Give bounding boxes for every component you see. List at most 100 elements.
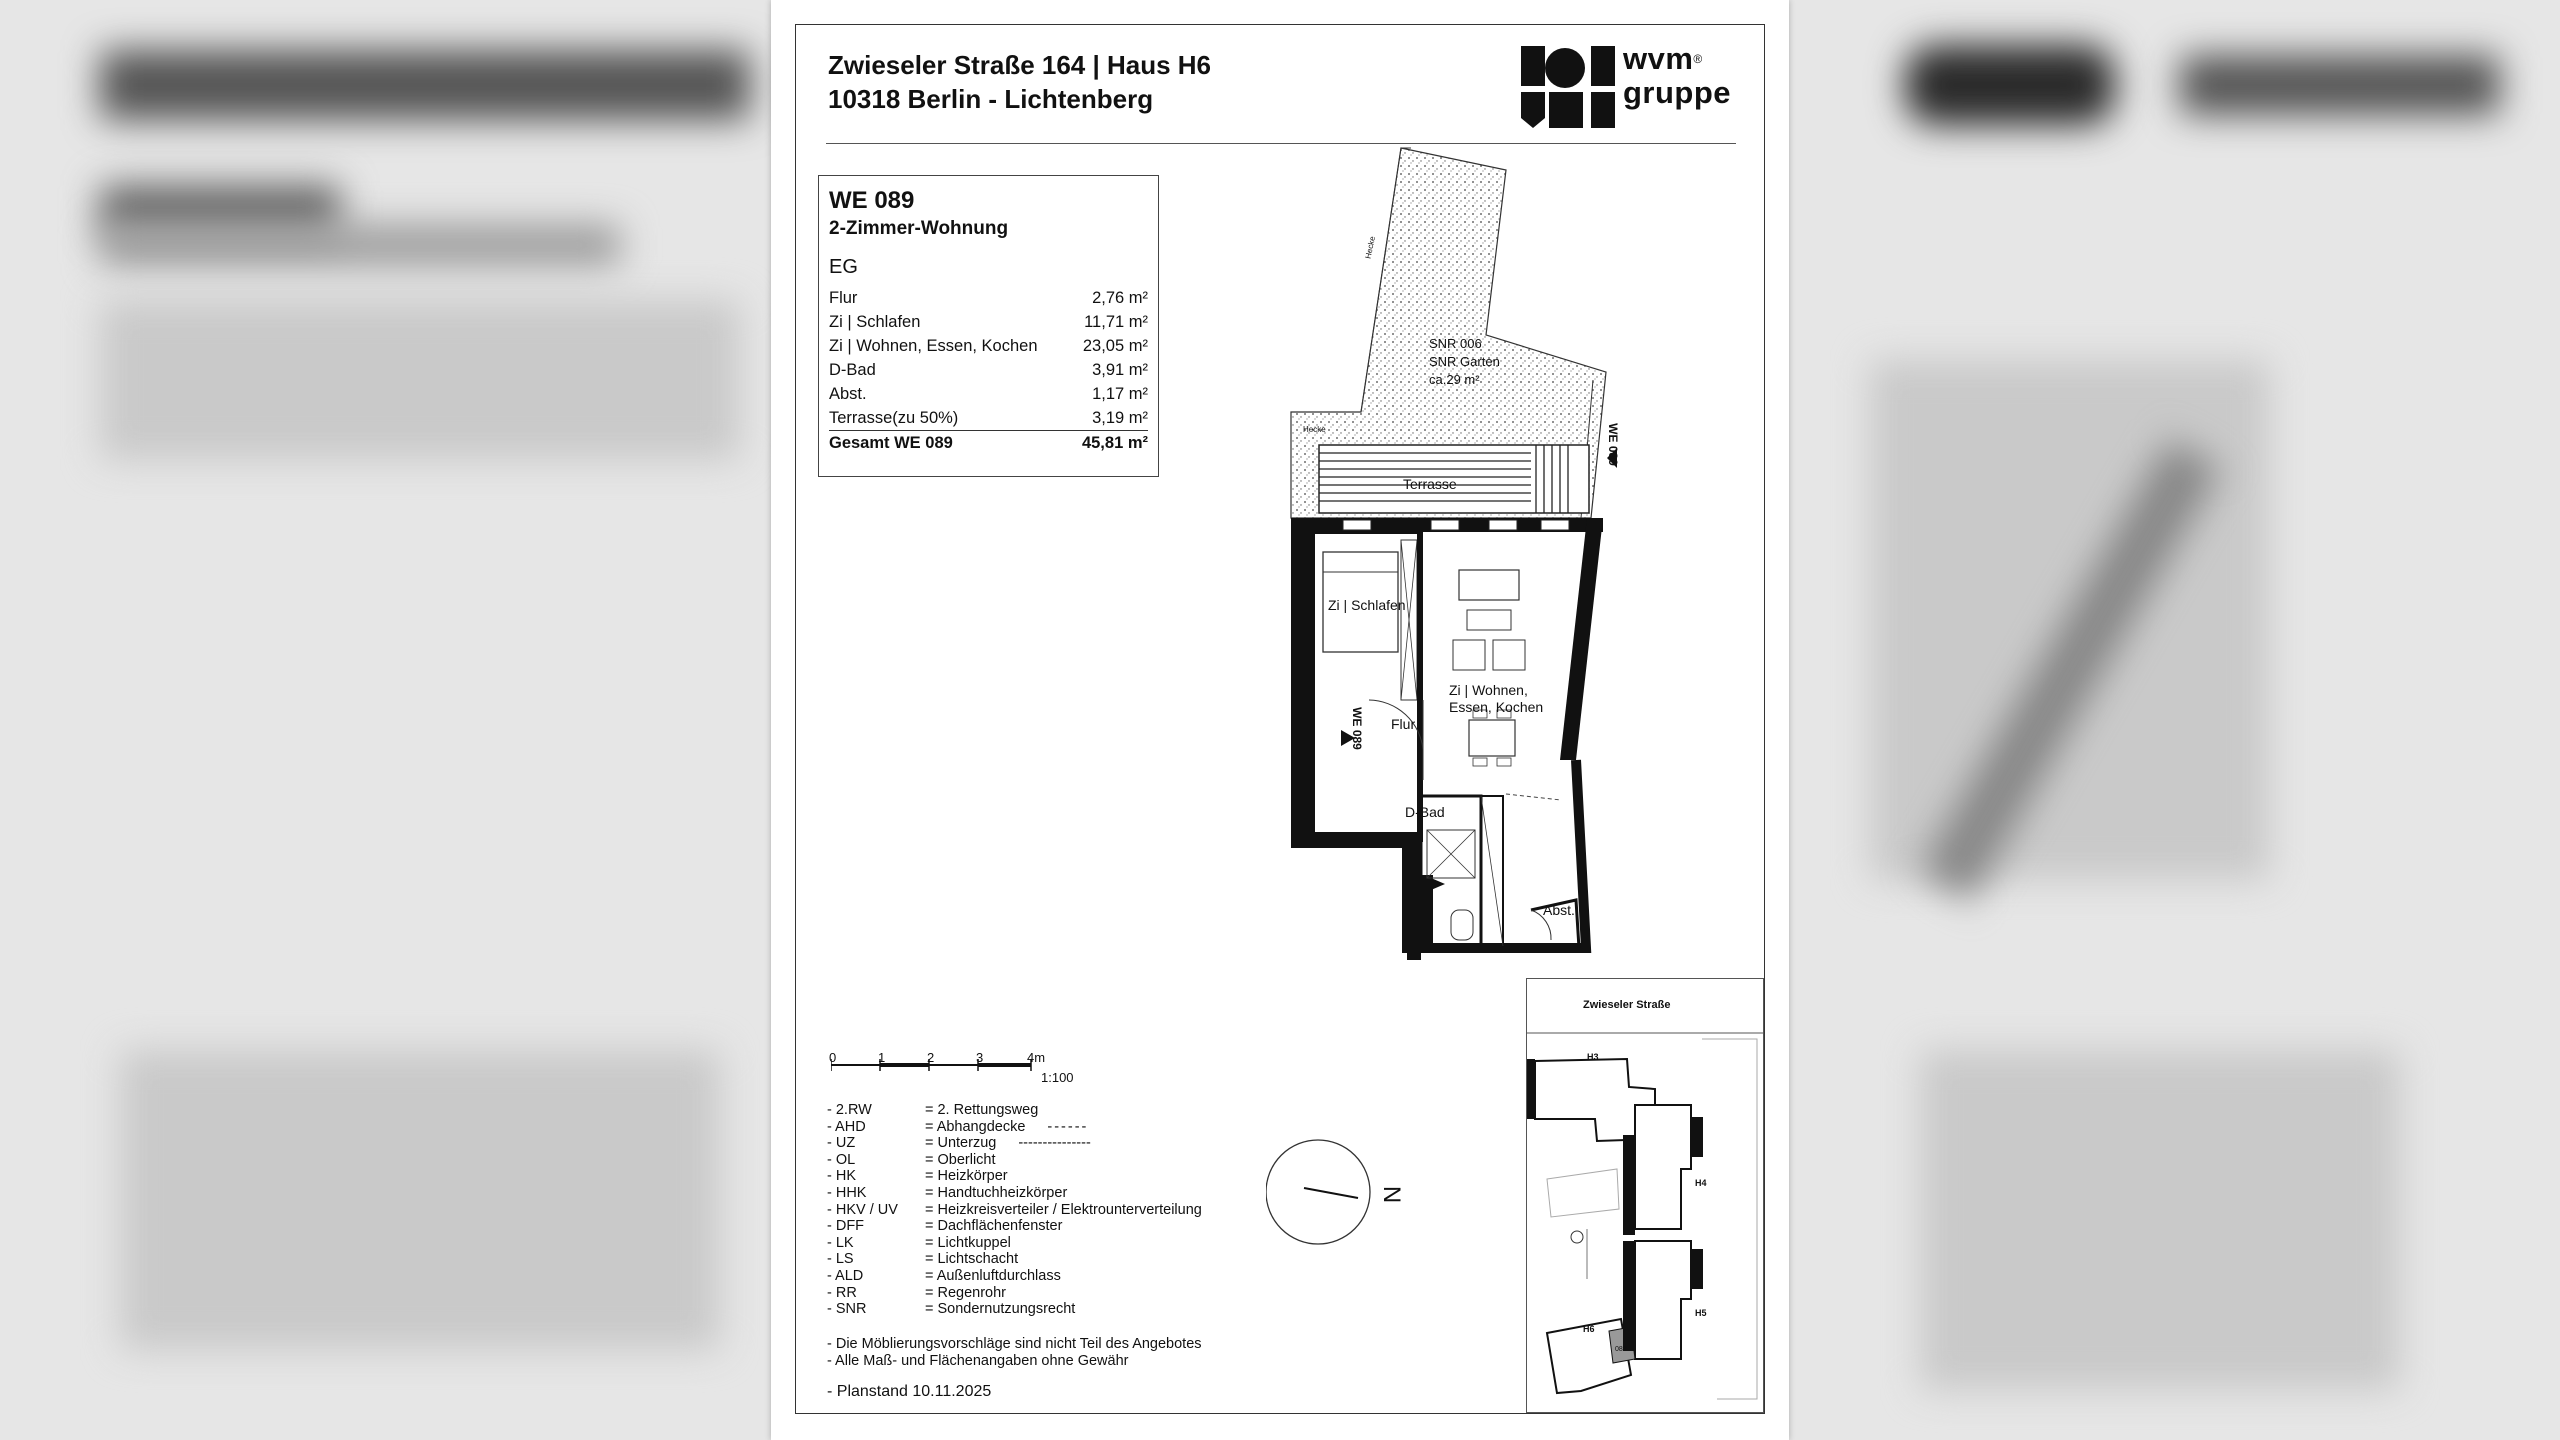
legend-meaning: = Oberlicht: [925, 1151, 996, 1168]
legend-abbr: - LK: [827, 1234, 854, 1251]
scale-bar: [831, 1059, 1032, 1071]
legend-meaning: = Lichtkuppel: [925, 1234, 1011, 1251]
room-name: Flur: [829, 289, 858, 307]
house-label: H3: [1587, 1052, 1599, 1062]
armchair: [1492, 639, 1526, 671]
room-area: 3,91 m²: [1092, 361, 1148, 379]
document-frame: [795, 24, 1765, 1414]
legend-meaning: = Sondernutzungsrecht: [925, 1301, 1076, 1318]
house-label: H5: [1695, 1308, 1707, 1318]
logo-wordmark: wvm® gruppe: [1623, 42, 1731, 110]
total-area: 45,81 m²: [1081, 434, 1148, 452]
area-row: Abst.1,17 m²: [829, 382, 1148, 406]
hedge-label: Hecke: [1303, 425, 1326, 434]
legend-abbr: - SNR: [827, 1301, 867, 1318]
entry-marker-arrow: [1607, 448, 1617, 468]
legend-row: - ALD= Außenluftdurchlass: [827, 1268, 1202, 1285]
blurred-text: [100, 300, 740, 460]
site-plan: Zwieseler Straße H3 H4 H5: [1526, 978, 1764, 1413]
wvm-logo-mark-icon: [1521, 46, 1615, 128]
address-block: Zwieseler Straße 164 | Haus H6 10318 Ber…: [828, 48, 1211, 116]
blurred-text: [120, 1050, 720, 1350]
living-label-2: Essen, Kochen: [1449, 699, 1544, 715]
room-area: 11,71 m²: [1084, 313, 1148, 331]
room-area: 3,19 m²: [1092, 409, 1148, 427]
area-table: WE 089 2-Zimmer-Wohnung EG Flur 2,76 m² Z…: [818, 175, 1159, 477]
legend-abbr: - HK: [827, 1168, 856, 1185]
sofa: [1458, 569, 1520, 601]
legend-meaning: = Außenluftdurchlass: [925, 1267, 1061, 1284]
blurred-text: [100, 225, 620, 265]
legend-row: - HHK = Handtuchheizkörper: [827, 1185, 1202, 1202]
entry-marker-label: WE 089: [1349, 707, 1364, 750]
garden-label-3: ca.29 m²: [1429, 372, 1480, 387]
floorplan-document: Zwieseler Straße 164 | Haus H6 10318 Ber…: [771, 0, 1789, 1440]
total-label: Gesamt WE 089: [829, 434, 953, 452]
scale-tick: 4m: [1027, 1050, 1046, 1065]
house-h4: [1634, 1104, 1692, 1230]
room-name: Zi | Schlafen: [829, 313, 921, 331]
legend-row: - AHD= Abhangdecke------: [827, 1119, 1202, 1136]
legend-meaning: = 2. Rettungsweg: [925, 1102, 1039, 1118]
scale-tick: 0: [829, 1050, 837, 1065]
blurred-title: [100, 50, 750, 120]
disclaimer-notes: - Die Möblierungsvorschläge sind nicht T…: [827, 1336, 1202, 1369]
dashed-line-sample: ------: [1047, 1118, 1089, 1135]
legend-abbr: - DFF: [827, 1218, 865, 1235]
legend-abbr: - 2.RW: [827, 1102, 872, 1118]
legend-meaning: = Unterzug: [925, 1135, 997, 1152]
blurred-logo: [1905, 45, 2115, 125]
legend-meaning: = Regenrohr: [925, 1284, 1007, 1301]
garden-label-2: SNR Garten: [1429, 354, 1500, 369]
armchair: [1452, 639, 1486, 671]
scale-tick: 3: [976, 1050, 984, 1065]
scale-tick: 1: [878, 1050, 886, 1065]
dotted-line-sample: ---------------: [1018, 1135, 1091, 1152]
legend-abbr: - HHK: [827, 1184, 867, 1201]
unit-type: 2-Zimmer-Wohnung: [829, 218, 1009, 239]
floor-plan-drawing: [1290, 147, 1617, 960]
legend-row: - UZ= Unterzug---------------: [827, 1135, 1202, 1152]
north-label: N: [1378, 1185, 1406, 1204]
logo-line-1: wvm: [1623, 41, 1694, 76]
note-line: - Alle Maß- und Flächenangaben ohne Gewä…: [827, 1352, 1129, 1369]
blurred-logo-text: [2180, 55, 2500, 115]
living-label-1: Zi | Wohnen,: [1449, 682, 1528, 698]
storage-label: Abst.: [1543, 902, 1575, 918]
legend-row: - RR = Regenrohr: [827, 1285, 1202, 1302]
note-line: - Die Möblierungsvorschläge sind nicht T…: [827, 1336, 1202, 1352]
house-label: H4: [1695, 1178, 1707, 1188]
room-name: Abst.: [829, 385, 867, 403]
street-label: Zwieseler Straße: [1583, 999, 1671, 1011]
legend-meaning: = Handtuchheizkörper: [925, 1184, 1068, 1201]
blurred-siteplan: [1920, 1050, 2400, 1390]
legend-row: - LK = Lichtkuppel: [827, 1235, 1202, 1252]
legend-meaning: = Heizkörper: [925, 1168, 1008, 1185]
legend-row: - HKV / UV = Heizkreisverteiler / Elektro…: [827, 1202, 1202, 1219]
entry-marker-label: WE 089: [1605, 423, 1620, 466]
room-area: 23,05 m²: [1082, 337, 1148, 355]
room-area: 2,76 m²: [1092, 289, 1148, 307]
legend-meaning: = Lichtschacht: [925, 1251, 1019, 1268]
legend-abbr: - OL: [827, 1151, 856, 1168]
scale-ratio: 1:100: [1041, 1070, 1074, 1085]
legend-row: - LS= Lichtschacht: [827, 1251, 1202, 1268]
house-h5: [1634, 1240, 1692, 1360]
unit-floor: EG: [829, 256, 858, 278]
room-name: Zi | Wohnen, Essen, Kochen: [829, 337, 1038, 355]
header-divider: [826, 143, 1736, 144]
hall-label: Flur: [1391, 716, 1416, 732]
area-row: Zi | Schlafen 11,71 m²: [829, 310, 1148, 334]
legend-meaning: = Abhangdecke: [925, 1118, 1026, 1135]
plan-date: - Planstand 10.11.2025: [827, 1383, 992, 1400]
house-label: H6: [1583, 1324, 1595, 1334]
legend-abbr: - HKV / UV: [827, 1201, 898, 1218]
dining-table: [1468, 719, 1516, 757]
legend-abbr: - RR: [827, 1284, 857, 1301]
unit-marker: 089: [1615, 1346, 1627, 1353]
area-total-row: Gesamt WE 089 45,81 m²: [829, 430, 1148, 455]
legend-meaning: = Heizkreisverteiler / Elektrounterverte…: [925, 1201, 1202, 1218]
logo-line-2: gruppe: [1623, 75, 1732, 110]
unit-id: WE 089: [829, 187, 915, 214]
